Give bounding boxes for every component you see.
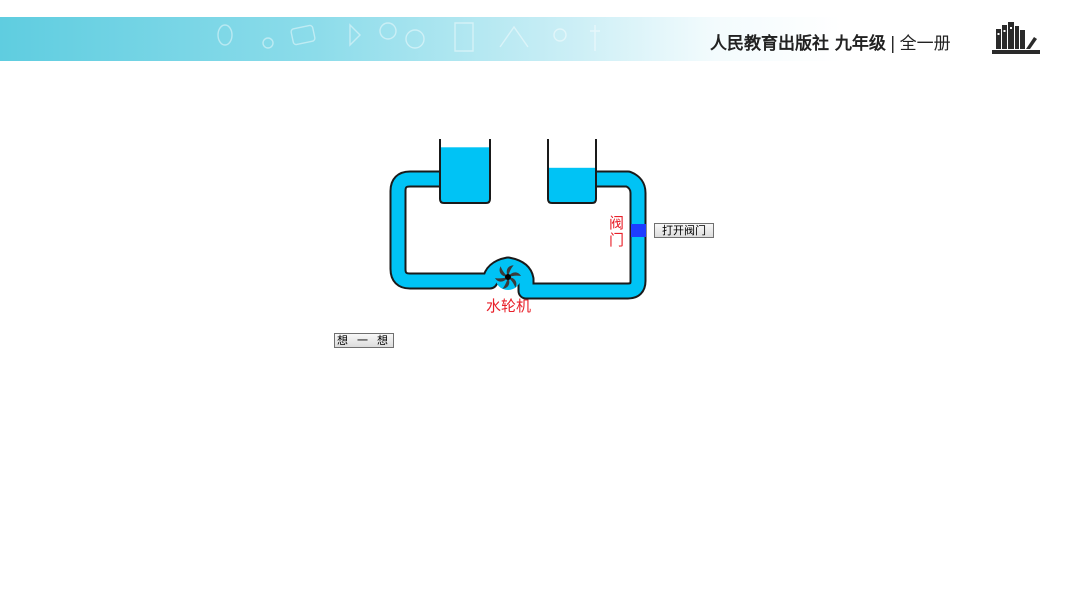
publisher-name: 人民教育出版社: [710, 34, 829, 54]
publisher-title: 人民教育出版社 九年级|全一册: [710, 29, 951, 54]
left-container: [439, 139, 491, 204]
turbine-icon: [495, 264, 521, 290]
right-container: [547, 139, 597, 204]
communicating-vessels-diagram: [389, 139, 647, 300]
title-separator: |: [889, 34, 896, 54]
volume-label: 全一册: [899, 34, 951, 54]
valve: [631, 224, 646, 237]
bookshelf-icon: [992, 22, 1040, 54]
think-button[interactable]: 想 一 想: [334, 333, 394, 348]
turbine-label: 水轮机: [486, 297, 532, 315]
left-container-water: [441, 147, 489, 203]
open-valve-button[interactable]: 打开阀门: [654, 223, 714, 238]
grade-label: 九年级: [834, 34, 886, 54]
valve-label: 阀门: [609, 214, 625, 249]
right-container-water: [549, 167, 595, 203]
header-banner: [0, 17, 1052, 61]
decorative-doodles-icon: [217, 22, 600, 52]
